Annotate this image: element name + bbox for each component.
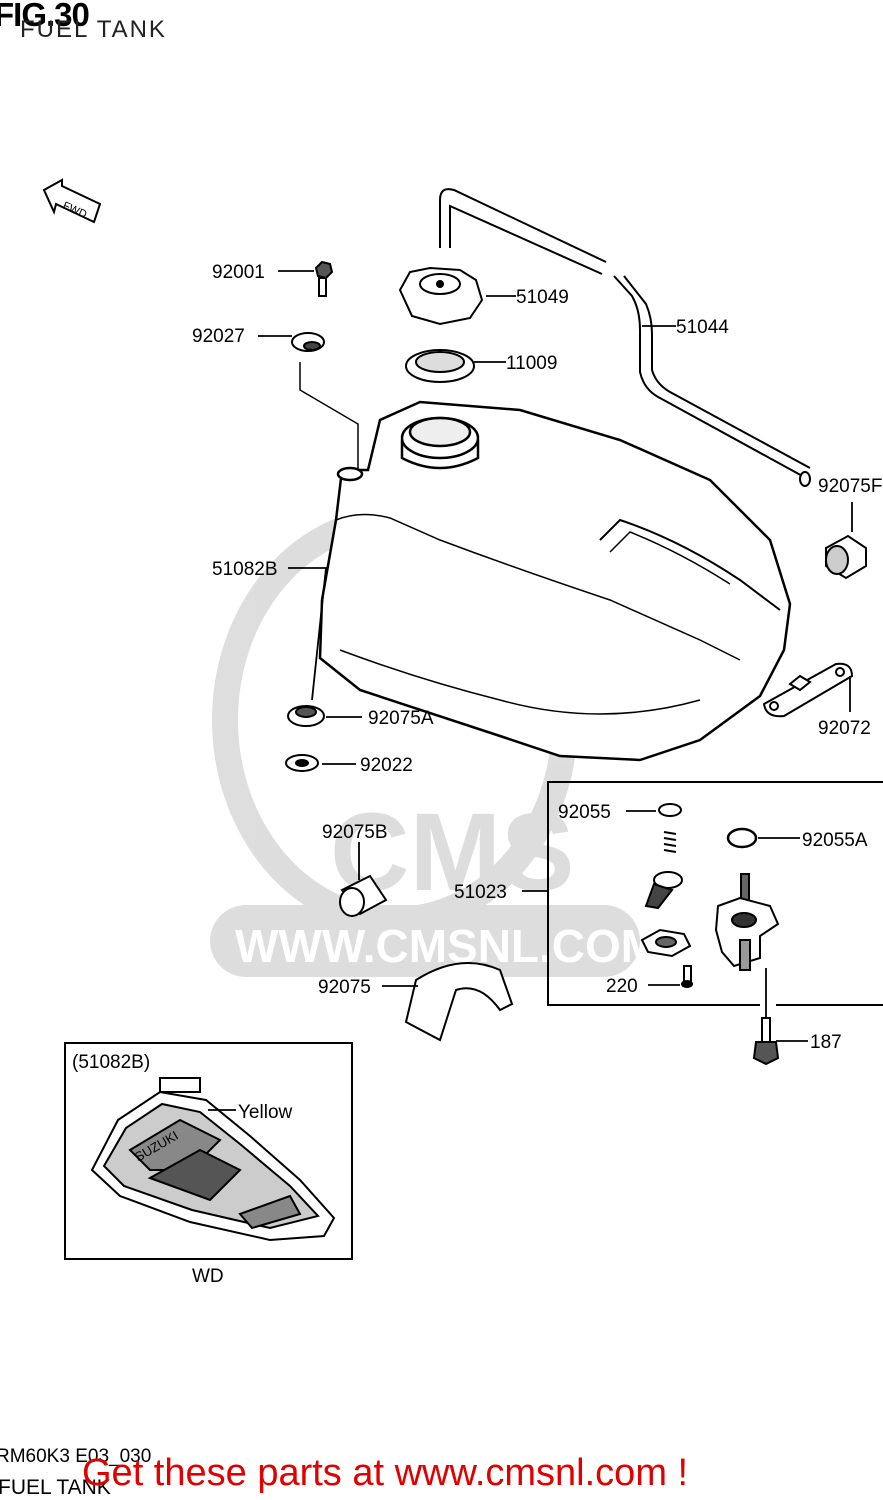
label-92075b: 92075B <box>322 822 388 843</box>
decal-icon: SUZUKI <box>90 1077 336 1242</box>
o-ring-icon <box>658 803 682 817</box>
spring-icon <box>663 831 677 853</box>
inset-color-note: Yellow <box>238 1102 293 1123</box>
label-51082b: 51082B <box>212 559 278 580</box>
label-92055: 92055 <box>558 802 611 823</box>
grommet-icon <box>339 874 388 917</box>
label-92001: 92001 <box>212 262 265 283</box>
fuel-tank <box>318 400 792 762</box>
tank-cushion-icon <box>404 961 514 1042</box>
washer-icon <box>285 754 319 772</box>
label-92075: 92075 <box>318 977 371 998</box>
damper-icon <box>825 534 867 580</box>
leader-lines <box>258 270 853 1042</box>
label-11009: 11009 <box>506 353 557 374</box>
label-220: 220 <box>606 976 638 997</box>
plate-icon <box>640 928 692 958</box>
figure-title: FUEL TANK <box>20 16 167 43</box>
label-51044: 51044 <box>676 317 729 338</box>
fuel-cap-icon <box>398 266 484 326</box>
watermark: CMS WWW.CMSNL.COM <box>210 507 659 977</box>
breather-hose <box>439 188 811 487</box>
inset-ref: (51082B) <box>72 1052 150 1073</box>
inset-box: (51082B) SUZUKI Yellow <box>64 1042 353 1260</box>
label-92022: 92022 <box>360 755 413 776</box>
fwd-arrow-icon: FWD <box>42 178 102 224</box>
footer-title: FUEL TANK <box>0 1476 111 1499</box>
screw-icon <box>681 965 693 988</box>
fuel-cock-box <box>547 781 883 1006</box>
lever-icon <box>644 871 683 910</box>
label-92072: 92072 <box>818 718 871 739</box>
inset-caption: WD <box>192 1266 224 1287</box>
bolt-icon <box>314 260 334 297</box>
cap-gasket-icon <box>405 349 475 383</box>
o-ring-a-icon <box>726 827 758 849</box>
bolt-187-icon <box>752 1017 780 1066</box>
label-92055a: 92055A <box>802 830 868 851</box>
fuel-cock-icon <box>714 873 780 971</box>
promo-link[interactable]: Get these parts at www.cmsnl.com ! <box>82 1452 689 1494</box>
cushion-a-icon <box>287 705 325 727</box>
watermark-url: WWW.CMSNL.COM <box>235 920 659 972</box>
label-51049: 51049 <box>516 287 569 308</box>
label-51023: 51023 <box>454 882 507 903</box>
diagram-code: RM60K3 E03_030 <box>0 1446 152 1467</box>
figure-number: FIG.30 <box>0 0 90 33</box>
cushion-icon <box>291 332 359 470</box>
part-labels: 92001 51049 51044 92027 11009 92075F 510… <box>192 262 882 1053</box>
label-187: 187 <box>810 1032 842 1053</box>
label-92075a: 92075A <box>368 708 434 729</box>
label-92075f: 92075F <box>818 476 882 497</box>
bracket-icon <box>762 662 854 718</box>
label-92027: 92027 <box>192 326 245 347</box>
